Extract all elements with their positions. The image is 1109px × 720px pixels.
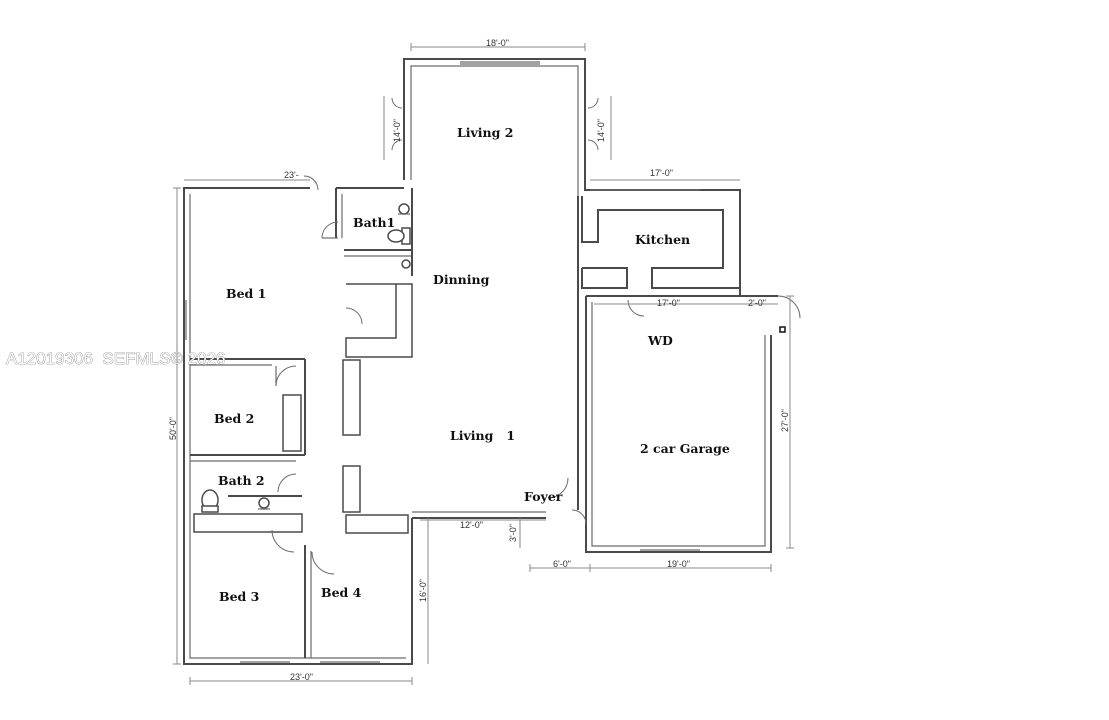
- electrical-panel-icon: [779, 326, 786, 333]
- bath2-sink-icon: [258, 497, 270, 510]
- bath1-sink-icon: [398, 203, 410, 215]
- room-label-bath2: Bath 2: [218, 473, 265, 488]
- room-label-bed2: Bed 2: [214, 411, 254, 426]
- dim-left-depth: 50'-0": [168, 417, 178, 440]
- doors: [271, 97, 801, 575]
- dim-living2-right: 14'-0": [596, 119, 606, 142]
- room-label-bed3: Bed 3: [219, 589, 259, 604]
- dimension-lines: [173, 43, 794, 685]
- room-label-garage: 2 car Garage: [640, 441, 730, 456]
- room-label-bed1: Bed 1: [226, 286, 266, 301]
- room-label-bed4: Bed 4: [321, 585, 362, 600]
- dim-bottom-width: 23'-0": [290, 672, 313, 682]
- dimension-labels: 18'-0" 14'-0" 14'-0" 23'- 17'-0" 17'-0" …: [168, 38, 790, 682]
- bath2-toilet-icon: [201, 489, 219, 513]
- interior-walls: [190, 188, 740, 658]
- room-label-living1: Living 1: [450, 428, 515, 443]
- dim-kitchen-width: 17'-0": [650, 168, 673, 178]
- dim-foyer-bottom: 6'-0": [553, 559, 571, 569]
- dim-wd-width: 17'-0": [657, 298, 680, 308]
- dim-foyer-width: 12'-0": [460, 520, 483, 530]
- dim-living2-left: 14'-0": [392, 119, 402, 142]
- fixtures: [201, 203, 786, 513]
- bath1-tub-icon: [401, 259, 411, 269]
- windows: [185, 61, 700, 663]
- dim-top-width: 18'-0": [486, 38, 509, 48]
- room-label-bath1: Bath1: [353, 215, 395, 230]
- dim-bed-wing-top: 23'-: [284, 170, 299, 180]
- dim-garage-depth: 27'-0": [780, 409, 790, 432]
- room-label-living2: Living 2: [457, 125, 513, 140]
- dim-wd-side: 2'-0": [748, 298, 766, 308]
- bath1-toilet-icon: [387, 227, 411, 245]
- dim-bed4-depth: 16'-0": [418, 579, 428, 602]
- dim-garage-width: 19'-0": [667, 559, 690, 569]
- dim-foyer-step: 3'-0": [508, 524, 518, 542]
- room-label-wd: WD: [647, 333, 673, 348]
- exterior-walls: [183, 58, 778, 665]
- room-labels: Living 2 Bath1 Kitchen Dinning Bed 1 WD …: [214, 125, 730, 604]
- watermark: A12019306 SEFMLS© 2026: [6, 349, 226, 368]
- room-label-dinning: Dinning: [433, 272, 490, 287]
- room-label-kitchen: Kitchen: [635, 232, 690, 247]
- room-label-foyer: Foyer: [524, 489, 563, 504]
